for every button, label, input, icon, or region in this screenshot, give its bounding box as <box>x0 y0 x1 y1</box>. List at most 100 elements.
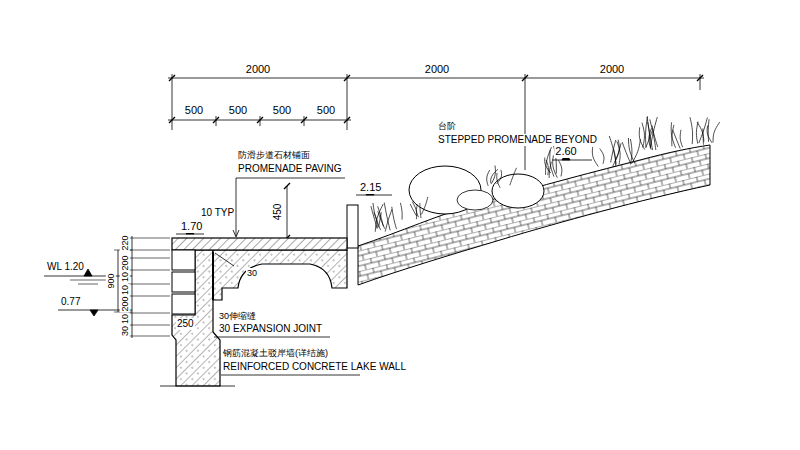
dimension-lines-part <box>132 236 133 338</box>
shrub-stroke <box>609 136 616 164</box>
dimension-text: 220 <box>120 234 130 251</box>
dimension-lines-part <box>525 74 526 170</box>
lake-wall-part <box>172 250 220 386</box>
callout-label: 防滑步道石材铺面 <box>237 150 311 160</box>
shrub-stroke <box>592 147 598 167</box>
water-level-text: WL 1.20 <box>46 261 85 273</box>
dimension-lines-part <box>114 238 170 336</box>
leader-lines-part <box>215 253 234 266</box>
shrub-stroke <box>491 165 495 183</box>
shrub-stroke <box>421 197 427 214</box>
callout-label: 钢筋混凝土驳岸墙(详结施) <box>222 348 329 358</box>
shrub-stroke <box>614 149 616 167</box>
callout-label: 台阶 <box>437 121 457 131</box>
leader-lines-part <box>221 375 360 376</box>
lake-wall-part <box>172 294 195 314</box>
shrub-stroke <box>384 203 390 231</box>
shrub-stroke <box>628 138 634 163</box>
shrub-stroke <box>672 125 674 146</box>
dimension-text: 500 <box>316 104 336 117</box>
shrub-stroke <box>600 149 604 164</box>
leader-lines-part <box>233 230 239 237</box>
shrub-stroke <box>549 162 551 178</box>
shrub-scribbles <box>371 116 720 231</box>
dimension-text: 10 TYP <box>200 207 235 219</box>
shrub-stroke <box>650 119 656 150</box>
dimension-text: 2000 <box>245 63 271 76</box>
lake-wall-part <box>160 386 235 387</box>
dimension-text: 450 <box>272 203 284 222</box>
shrub-stroke <box>639 127 644 149</box>
shrub-stroke <box>420 203 421 218</box>
shrub-stroke <box>690 117 693 144</box>
dimension-text: 200 <box>120 254 130 271</box>
shrub-stroke <box>680 130 682 147</box>
leader-lines <box>214 178 360 375</box>
dimension-lines-part <box>284 183 290 241</box>
lake-wall-part <box>172 250 195 270</box>
callout-label: REINFORCED CONCRETE LAKE WALL <box>222 361 407 373</box>
dimension-text: 900 <box>106 272 116 289</box>
leader-lines-part <box>236 178 237 236</box>
elevation-text: 0.77 <box>60 296 81 308</box>
lake-wall-part <box>172 238 347 250</box>
shrub-stroke <box>497 170 502 184</box>
dimension-lines-part <box>700 74 701 90</box>
dimension-text: 30 <box>120 325 130 337</box>
curb-stone-part <box>347 205 358 248</box>
dimension-text: 500 <box>228 104 248 117</box>
dimension-text: 200 <box>120 295 130 312</box>
callout-label: 30 EXPANSION JOINT <box>218 323 323 335</box>
dimension-text: 2000 <box>599 63 625 76</box>
dimension-text: 10 <box>120 271 130 283</box>
lake-wall-part <box>212 252 214 300</box>
dimension-text: 500 <box>184 104 204 117</box>
dimension-lines-part <box>287 186 288 238</box>
callout-label: STEPPED PROMENADE BEYOND <box>437 134 598 146</box>
shrub-stroke <box>642 123 645 148</box>
shrub-stroke <box>412 202 416 220</box>
leader-lines-part <box>214 337 330 338</box>
dimension-lines-part <box>172 74 173 130</box>
elevation-text: 2.60 <box>554 145 577 158</box>
shrub-stroke <box>673 130 680 149</box>
shrub-stroke <box>487 170 490 186</box>
leader-lines-part <box>236 178 345 179</box>
elevation-text: 1.70 <box>180 220 203 233</box>
dimension-lines-part <box>169 75 703 123</box>
shrub-stroke <box>546 147 552 175</box>
shrub-stroke <box>546 160 548 175</box>
callout-label: PROMENADE PAVING <box>237 163 343 175</box>
elevation-markers-part <box>90 310 98 316</box>
dimension-lines-part <box>347 74 348 130</box>
dimension-text: 10 <box>120 313 130 325</box>
shrub-stroke <box>558 160 561 176</box>
shrub-stroke <box>696 122 698 144</box>
shrub-stroke <box>702 128 704 144</box>
shrub-stroke <box>671 122 675 147</box>
shrub-stroke <box>491 169 498 183</box>
dimension-text: 30 <box>246 268 258 278</box>
shrub-stroke <box>611 140 616 163</box>
shrub-stroke <box>630 139 632 165</box>
shrub-stroke <box>378 206 384 226</box>
elevation-markers-part <box>84 269 92 276</box>
ground-slope-part <box>358 145 710 285</box>
callout-label: 30伸缩缝 <box>218 311 257 321</box>
dimension-text: 500 <box>272 104 292 117</box>
dimension-text: 2000 <box>424 63 450 76</box>
shrub-stroke <box>373 203 381 230</box>
shrub-stroke <box>410 204 417 216</box>
shrub-stroke <box>400 203 402 220</box>
shrub-stroke <box>392 207 397 229</box>
dimension-text: 10 <box>120 284 130 296</box>
elevation-markers-part <box>552 160 592 161</box>
shrub-stroke <box>650 117 657 148</box>
dimension-lines-part <box>168 78 704 79</box>
lake-wall-part <box>172 272 195 292</box>
shrub-stroke <box>707 126 712 143</box>
dimension-lines-part <box>118 250 119 312</box>
